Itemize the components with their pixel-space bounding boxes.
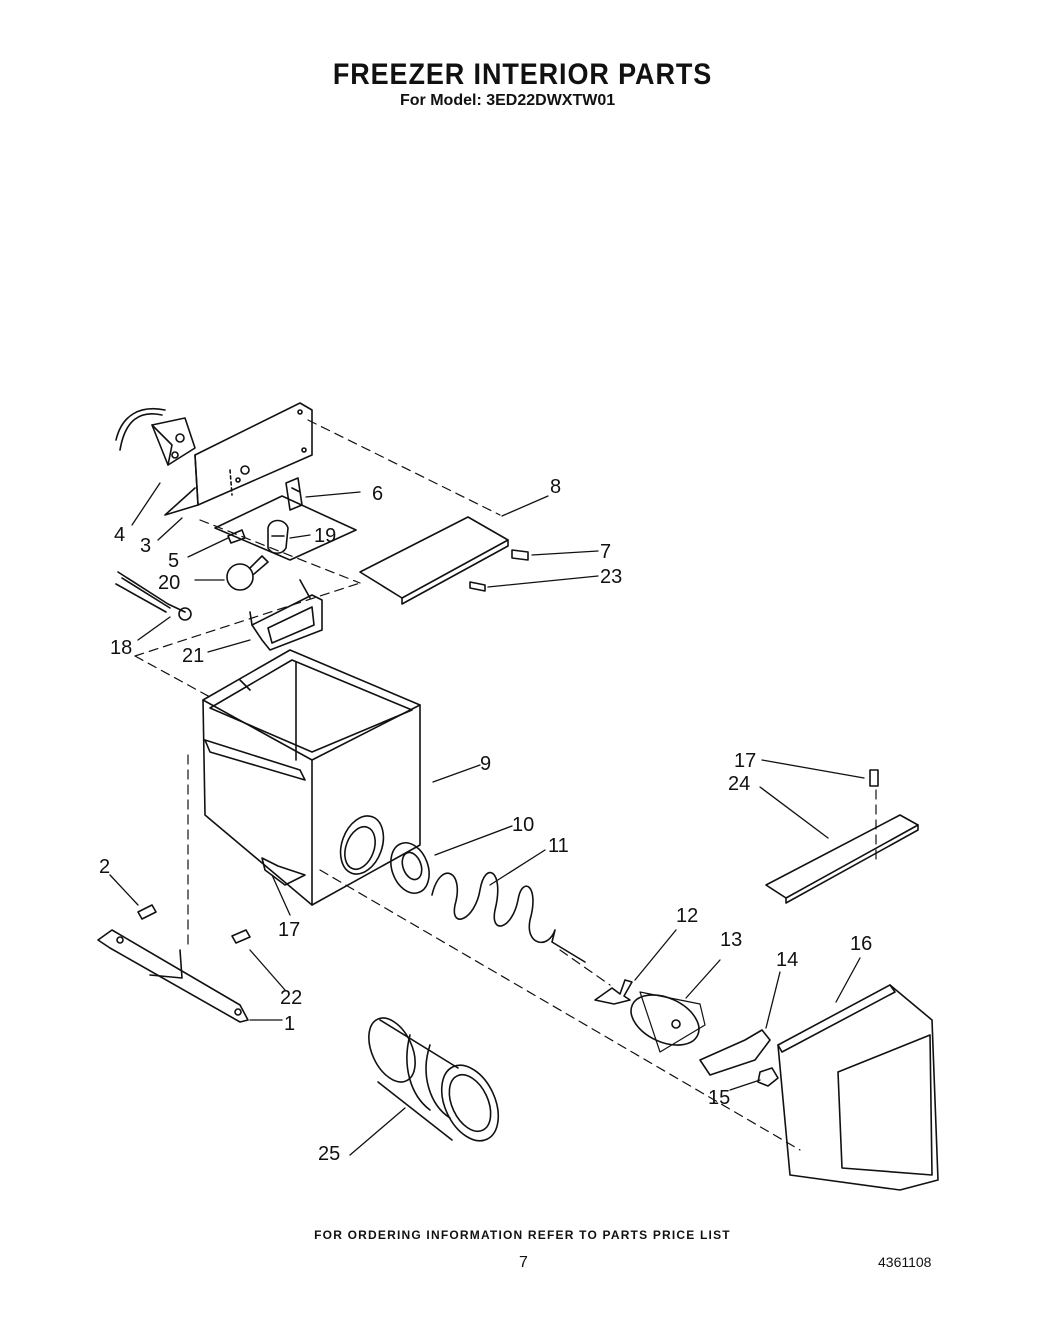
clip-part-6 xyxy=(285,477,303,511)
callout-13: 13 xyxy=(720,929,742,951)
crusher-housing-part-13 xyxy=(630,991,706,1053)
blade-part-12 xyxy=(594,979,633,1005)
motor-part-4 xyxy=(115,408,196,466)
callout-25: 25 xyxy=(318,1143,340,1165)
screw-part-2 xyxy=(137,904,157,920)
model-subtitle: For Model: 3ED22DWXTW01 xyxy=(400,92,616,109)
socket-part-19 xyxy=(267,519,289,555)
sleeve-part-25 xyxy=(368,1017,500,1142)
screw-part-7 xyxy=(511,549,529,561)
callout-17-left: 17 xyxy=(278,919,300,941)
screw-part-5 xyxy=(227,529,246,544)
callout-10: 10 xyxy=(512,814,534,836)
bearing-part-10 xyxy=(390,842,430,894)
page-number: 7 xyxy=(519,1254,528,1271)
callout-16: 16 xyxy=(850,933,872,955)
ice-bucket-part-9 xyxy=(202,649,421,906)
page-title: FREEZER INTERIOR PARTS xyxy=(332,58,713,91)
screw-part-17-top xyxy=(869,769,879,787)
callout-7: 7 xyxy=(600,541,611,563)
leader-lines xyxy=(109,482,865,1156)
callout-9: 9 xyxy=(480,753,491,775)
bulb-part-20 xyxy=(226,555,269,591)
front-cover-part-16 xyxy=(777,984,939,1191)
callout-19: 19 xyxy=(314,525,336,547)
callout-24: 24 xyxy=(728,773,750,795)
callout-21: 21 xyxy=(182,645,204,667)
wire-harness-part-18 xyxy=(115,571,192,621)
callout-18: 18 xyxy=(110,637,132,659)
cover-plate-part-8 xyxy=(359,516,509,605)
callout-3: 3 xyxy=(140,535,151,557)
ordering-note: FOR ORDERING INFORMATION REFER TO PARTS … xyxy=(314,1228,731,1242)
callout-11: 11 xyxy=(548,835,569,857)
bar-part-24 xyxy=(765,814,919,904)
bracket-part-14 xyxy=(699,1029,771,1076)
assembly-dashed-lines xyxy=(134,419,877,1151)
callout-15: 15 xyxy=(708,1087,730,1109)
light-bracket-outline xyxy=(214,495,357,561)
callout-12: 12 xyxy=(676,905,698,927)
callout-14: 14 xyxy=(776,949,798,971)
callout-20: 20 xyxy=(158,572,180,594)
callout-1: 1 xyxy=(284,1013,295,1035)
screw-part-22 xyxy=(231,929,251,944)
callout-22: 22 xyxy=(280,987,302,1009)
callout-23: 23 xyxy=(600,566,622,588)
callout-17-right: 17 xyxy=(734,750,756,772)
callout-4: 4 xyxy=(114,524,125,546)
callout-labels: 1 2 3 4 5 6 7 8 9 10 11 12 13 14 15 16 1… xyxy=(99,476,872,1165)
screw-part-23 xyxy=(469,581,486,592)
document-number: 4361108 xyxy=(878,1254,932,1270)
callout-5: 5 xyxy=(168,550,179,572)
mounting-plate-part-3 xyxy=(164,402,313,516)
auger-spring-part-11 xyxy=(431,871,586,963)
lamp-cover-part-21 xyxy=(249,579,323,651)
callout-2: 2 xyxy=(99,856,110,878)
callout-6: 6 xyxy=(372,483,383,505)
nut-part-15 xyxy=(757,1067,779,1087)
callout-8: 8 xyxy=(550,476,561,498)
bracket-part-1 xyxy=(97,929,249,1023)
